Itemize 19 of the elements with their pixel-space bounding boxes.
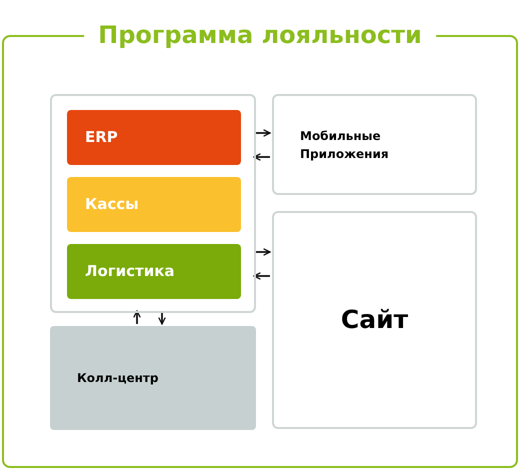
arrow [133,310,141,324]
arrow [254,129,271,137]
module-box [272,94,477,195]
arrow [253,153,270,161]
module-label: Кассы [85,194,139,216]
group-panel [50,94,256,313]
module-box [50,326,256,430]
module-box [67,110,241,165]
module-box [67,244,241,299]
module-box [67,177,241,232]
module-label: ERP [85,127,118,148]
arrow [254,248,271,256]
arrow [158,311,166,325]
module-box [272,211,477,429]
module-label: Колл-центр [77,370,158,387]
module-label: Сайт [340,304,408,336]
module-label: Логистика [85,261,175,282]
arrow [253,272,270,280]
module-label: Мобильные Приложения [300,128,390,162]
